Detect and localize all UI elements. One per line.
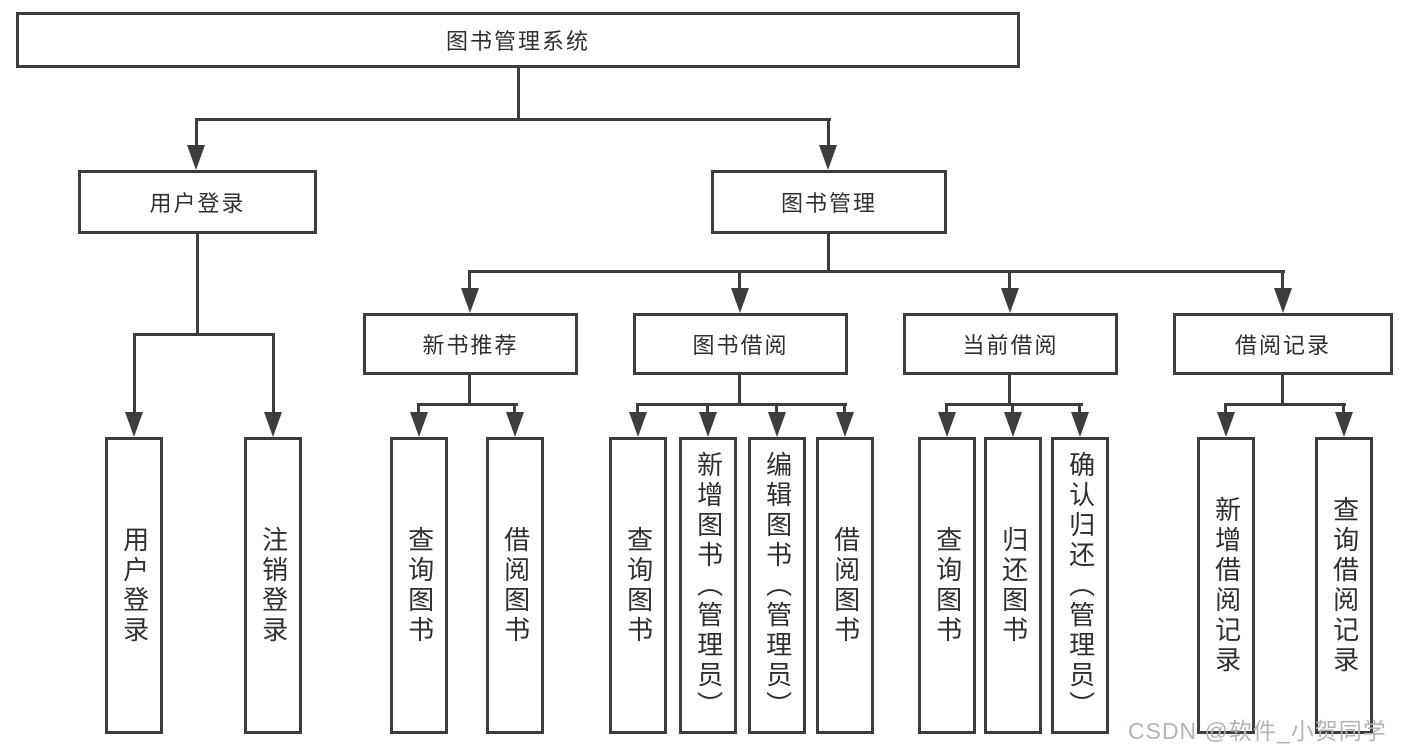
node-library-system-label: 图书管理系统 [445,29,590,54]
leaf-return-books-label: 归还图书 [998,525,1029,646]
leaf-confirm-return-admin-label: 确认归还（管理员） [1065,450,1096,721]
connector-line [133,333,275,336]
connector-arrow [410,412,428,437]
leaf-user-login-label: 用户登录 [119,525,150,646]
leaf-borrow-books-recommend-label: 借阅图书 [500,525,531,646]
leaf-add-books-admin-label: 新增图书（管理员） [693,450,724,721]
leaf-logout-label: 注销登录 [258,525,289,646]
connector-line [1008,270,1011,290]
connector-line [468,375,471,406]
connector-arrow [1001,288,1019,313]
leaf-return-books: 归还图书 [984,437,1042,734]
connector-arrow [187,145,205,170]
leaf-logout: 注销登录 [244,437,302,734]
connector-line [417,403,518,406]
connector-line [468,270,471,290]
connector-arrow [506,412,524,437]
leaf-query-books-recommend-label: 查询图书 [404,525,435,646]
connector-line [272,333,275,414]
leaf-borrow-books: 借阅图书 [816,437,874,734]
node-new-book-recommend-label: 新书推荐 [422,333,519,358]
connector-line [775,403,778,415]
leaf-add-borrow-record-label: 新增借阅记录 [1211,495,1242,676]
leaf-query-books-recommend: 查询图书 [390,437,448,734]
leaf-query-borrow-record: 查询借阅记录 [1315,437,1373,734]
leaf-query-borrow-record-label: 查询借阅记录 [1329,495,1360,676]
connector-line [1078,403,1081,415]
connector-line [636,403,639,415]
connector-arrow [461,288,479,313]
leaf-edit-books-admin: 编辑图书（管理员） [748,437,806,734]
node-book-borrowing: 图书借阅 [633,313,848,375]
leaf-borrow-books-label: 借阅图书 [830,525,861,646]
leaf-query-books-current: 查询图书 [918,437,976,734]
connector-line [517,68,520,120]
node-current-borrowing-label: 当前借阅 [962,333,1059,358]
leaf-edit-books-admin-label: 编辑图书（管理员） [762,450,793,721]
leaf-confirm-return-admin: 确认归还（管理员） [1051,437,1109,734]
csdn-watermark: CSDN @软件_小贺同学 [1128,718,1387,744]
node-borrowing-records: 借阅记录 [1173,313,1393,375]
connector-line [1342,403,1345,415]
connector-arrow [125,412,143,437]
node-user-login: 用户登录 [78,170,317,234]
node-new-book-recommend: 新书推荐 [363,313,578,375]
connector-arrow [1274,288,1292,313]
connector-arrow [836,412,854,437]
connector-line [827,118,830,147]
leaf-query-books-current-label: 查询图书 [932,525,963,646]
connector-line [195,118,831,121]
connector-line [1281,270,1284,290]
connector-line [945,403,1083,406]
leaf-query-books: 查询图书 [609,437,667,734]
connector-arrow [699,412,717,437]
leaf-add-books-admin: 新增图书（管理员） [679,437,737,734]
connector-line [827,234,830,272]
connector-line [417,403,420,415]
connector-line [195,118,198,147]
connector-arrow [1071,412,1089,437]
connector-arrow [264,412,282,437]
node-library-system: 图书管理系统 [16,12,1020,68]
connector-line [133,333,136,414]
connector-line [196,234,199,335]
connector-line [738,270,741,290]
connector-arrow [1004,412,1022,437]
connector-line [738,375,741,406]
connector-line [513,403,516,415]
node-book-management: 图书管理 [711,170,947,234]
node-user-login-label: 用户登录 [149,191,246,216]
connector-arrow [731,288,749,313]
connector-line [636,403,847,406]
node-book-management-label: 图书管理 [780,191,877,216]
connector-line [1281,375,1284,406]
leaf-borrow-books-recommend: 借阅图书 [486,437,544,734]
connector-line [945,403,948,415]
connector-arrow [938,412,956,437]
connector-line [843,403,846,415]
connector-arrow [819,145,837,170]
connector-line [1008,375,1011,406]
connector-line [1224,403,1346,406]
connector-line [468,270,1285,273]
connector-arrow [1335,412,1353,437]
node-book-borrowing-label: 图书借阅 [692,333,789,358]
node-borrowing-records-label: 借阅记录 [1234,333,1331,358]
node-current-borrowing: 当前借阅 [903,313,1118,375]
connector-line [706,403,709,415]
connector-arrow [768,412,786,437]
connector-arrow [629,412,647,437]
leaf-query-books-label: 查询图书 [623,525,654,646]
connector-arrow [1217,412,1235,437]
leaf-user-login: 用户登录 [105,437,163,734]
leaf-add-borrow-record: 新增借阅记录 [1197,437,1255,734]
connector-line [1224,403,1227,415]
connector-line [1011,403,1014,415]
